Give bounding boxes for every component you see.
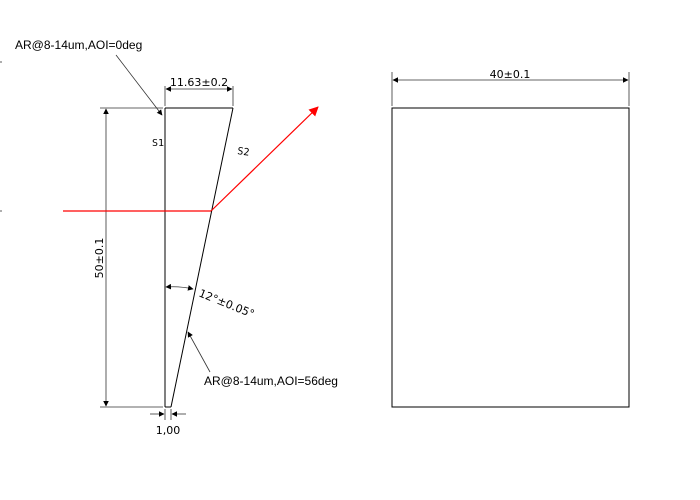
- annotation-ar-bottom-label: AR@8-14um,AOI=56deg: [204, 374, 338, 388]
- dim-height-label: 50±0.1: [93, 238, 106, 279]
- surface-label-s1: S1: [152, 138, 164, 149]
- dim-height: 50±0.1: [93, 107, 163, 408]
- dim-front-width: 40±0.1: [391, 68, 630, 106]
- front-view: 40±0.1: [391, 68, 630, 408]
- dim-front-width-label: 40±0.1: [490, 68, 531, 81]
- annotation-ar-top-label: AR@8-14um,AOI=0deg: [15, 38, 142, 52]
- dim-bottom-width: 1,00: [150, 409, 186, 437]
- surface-label-s2: S2: [237, 146, 250, 159]
- dim-bottom-width-label: 1,00: [156, 424, 181, 437]
- annotation-ar-top: AR@8-14um,AOI=0deg: [15, 38, 163, 116]
- dim-wedge-angle: 12°±0.05°: [165, 283, 256, 321]
- dim-top-width: 11.63±0.2: [164, 76, 234, 106]
- wedge-surface-s2: [170, 107, 234, 408]
- dim-wedge-angle-label: 12°±0.05°: [197, 287, 256, 321]
- wedge-side-view: [164, 107, 234, 408]
- front-view-outline: [391, 107, 630, 408]
- annotation-ar-bottom: AR@8-14um,AOI=56deg: [187, 331, 338, 388]
- dim-top-width-label: 11.63±0.2: [170, 76, 228, 89]
- light-ray: [63, 106, 319, 212]
- ray-refracted: [210, 106, 319, 212]
